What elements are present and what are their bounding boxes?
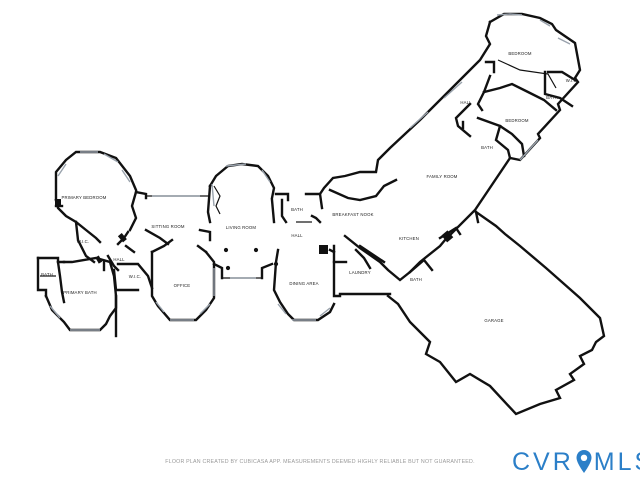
logo-text-right: MLS: [593, 447, 640, 476]
room-label-wic: W.I.C.: [566, 78, 579, 83]
room-label-bedroom: BEDROOM: [505, 118, 529, 123]
room-label-bath: BATH: [41, 272, 53, 277]
garage-walls: [386, 210, 606, 416]
room-label-office: OFFICE: [174, 283, 191, 288]
room-label-primary-bedroom: PRIMARY BEDROOM: [61, 195, 106, 200]
room-label-garage: GARAGE: [484, 318, 503, 323]
room-label-laundry: LAUNDRY: [349, 270, 371, 275]
right-wing-walls: [318, 12, 582, 282]
room-label-primary-bath: PRIMARY BATH: [63, 290, 97, 295]
room-label-wic: W.I.C.: [129, 274, 142, 279]
room-label-sitting-room: SITTING ROOM: [151, 224, 185, 229]
room-label-dining-area: DINING AREA: [289, 281, 318, 286]
logo-text-left: CVR: [512, 447, 574, 476]
room-label-living-room: LIVING ROOM: [226, 225, 257, 230]
disclaimer-text: FLOOR PLAN CREATED BY CUBICASA APP. MEAS…: [165, 459, 475, 465]
room-label-bedroom: BEDROOM: [508, 51, 532, 56]
left-wing-walls: [36, 150, 138, 338]
room-label-kitchen: KITCHEN: [399, 236, 419, 241]
room-label-bath: BATH: [291, 207, 303, 212]
room-labels: BEDROOM W.I.C. BATH HALL BEDROOM BATH FA…: [41, 51, 578, 323]
room-label-bath: BATH: [481, 145, 493, 150]
room-label-hall: HALL: [113, 257, 125, 262]
room-label-breakfast-nook: BREAKFAST NOOK: [332, 212, 373, 217]
location-pin-icon: [575, 449, 593, 475]
room-label-family-room: FAMILY ROOM: [426, 174, 457, 179]
room-label-hall: HALL: [291, 233, 303, 238]
room-label-wic: W.I.C.: [77, 239, 90, 244]
room-label-hall: HALL: [460, 100, 472, 105]
central-walls: [95, 162, 392, 322]
room-label-bath: BATH: [546, 95, 558, 100]
room-label-bath: BATH: [410, 277, 422, 282]
cvrmls-logo: CVR MLS: [512, 447, 640, 476]
